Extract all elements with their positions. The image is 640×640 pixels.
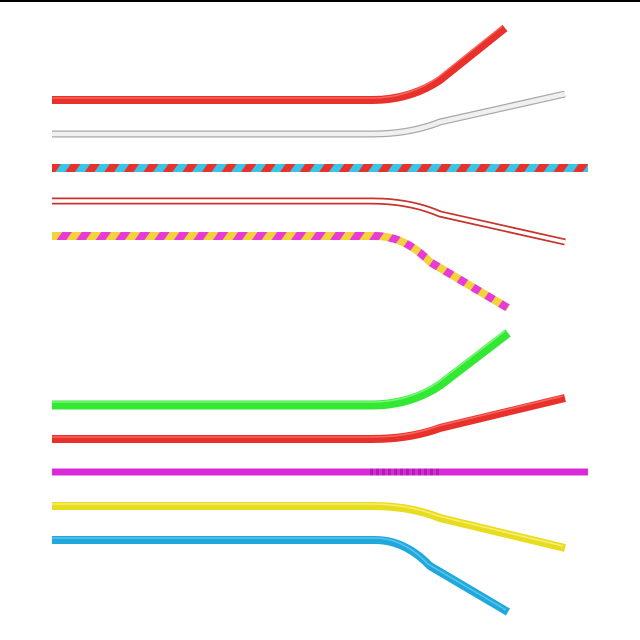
- strand-magenta-yellow-twisted-bend-down: [52, 232, 511, 312]
- strand-white-bend-up-slight: [52, 90, 566, 138]
- strand-yellow-bend-down: [52, 502, 566, 552]
- strand-red-bend-up-steep: [52, 24, 508, 104]
- strand-green-bend-up-steep: [52, 329, 511, 410]
- strand-cyan-bend-down-steep: [52, 536, 511, 616]
- top-frame-line: [0, 0, 640, 2]
- strand-red-bend-up-slight: [52, 394, 566, 443]
- strand-red-hollow-bend-down: [52, 197, 566, 246]
